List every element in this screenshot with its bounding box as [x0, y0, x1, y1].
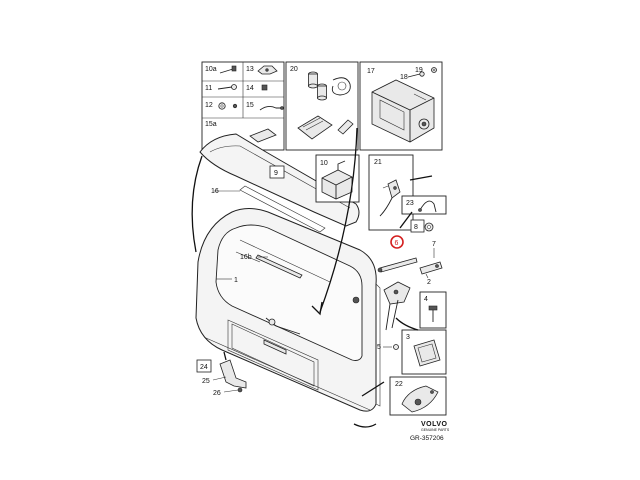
striker-24-25-26: 24 25 26 — [196, 359, 247, 397]
label-10a: 10a — [205, 66, 217, 73]
small-parts-grid: 10a 13 11 14 12 15 15a — [201, 61, 285, 151]
spoiler-16: 16 — [199, 133, 360, 233]
label-19: 19 — [415, 67, 423, 74]
label-26: 26 — [213, 390, 221, 397]
arrow-bottom-right — [353, 423, 377, 428]
part-5: 5 — [377, 344, 399, 351]
highlight-ring-6 — [390, 235, 404, 249]
hinge-assembly — [383, 281, 411, 331]
label-9: 9 — [274, 170, 278, 177]
label-3: 3 — [406, 334, 410, 341]
box-10-module: 10 — [315, 154, 360, 203]
arrow-kit-to-gate — [319, 127, 358, 313]
arrow-striker — [223, 351, 227, 361]
label-21: 21 — [374, 159, 382, 166]
label-22: 22 — [395, 381, 403, 388]
arrow-hinge-cover — [395, 317, 419, 331]
brand-logo: VOLVO — [421, 421, 448, 428]
cable-15 — [259, 105, 284, 111]
diagram-code: GR-357206 — [410, 435, 444, 442]
label-1: 1 — [234, 277, 238, 284]
box-8-nut: 8 — [410, 219, 434, 233]
gas-strut-6: 6 — [377, 235, 418, 273]
label-10: 10 — [320, 160, 328, 167]
box-20-frame — [285, 61, 359, 151]
label-5: 5 — [377, 344, 381, 351]
arrow-bracket — [399, 211, 413, 229]
box-4-bolt: 4 — [419, 291, 447, 329]
label-12: 12 — [205, 102, 213, 109]
arrow-latch — [409, 175, 433, 181]
label-20: 20 — [290, 66, 298, 73]
label-2: 2 — [427, 279, 431, 286]
label-25: 25 — [202, 378, 210, 385]
label-16: 16 — [211, 188, 219, 195]
arrow-spoiler-left — [191, 155, 203, 253]
label-8: 8 — [414, 224, 418, 231]
pin-14 — [261, 84, 268, 91]
box-22-handle: 22 — [389, 376, 447, 416]
brand-subtitle: GENUINE PARTS — [421, 428, 450, 432]
brand-footer: VOLVO GENUINE PARTS GR-357206 — [410, 421, 450, 442]
box-21-latch: 21 — [368, 154, 414, 231]
bolt-10a — [219, 65, 237, 74]
arrow-handle — [361, 381, 385, 397]
label-13: 13 — [246, 66, 254, 73]
label-23: 23 — [406, 200, 414, 207]
label-17: 17 — [367, 68, 375, 75]
tailgate-1: 16b 1 — [195, 208, 381, 412]
screw-11 — [217, 84, 237, 90]
clip-13 — [257, 65, 278, 75]
leader-arrows — [191, 127, 433, 428]
label-18: 18 — [400, 74, 408, 81]
label-15: 15 — [246, 102, 254, 109]
box-23-bracket: 23 — [401, 195, 447, 215]
box-9: 9 — [269, 165, 285, 179]
box-17-wiper-motor: 17 18 19 — [359, 61, 443, 151]
arrow-head-kit — [311, 301, 323, 316]
label-15a: 15a — [205, 121, 217, 128]
label-11: 11 — [205, 85, 212, 92]
label-7: 7 — [432, 241, 436, 248]
pad-15a — [249, 128, 277, 143]
box-3-cover: 3 — [401, 329, 447, 375]
hinge-7-2: 7 2 — [419, 241, 443, 286]
washer-12 — [218, 102, 238, 110]
label-24: 24 — [200, 364, 208, 371]
box-20-repair-kit: 20 — [285, 61, 359, 151]
label-4: 4 — [424, 296, 428, 303]
label-14: 14 — [246, 85, 254, 92]
label-6: 6 — [395, 240, 399, 247]
label-16b: 16b — [240, 254, 252, 261]
